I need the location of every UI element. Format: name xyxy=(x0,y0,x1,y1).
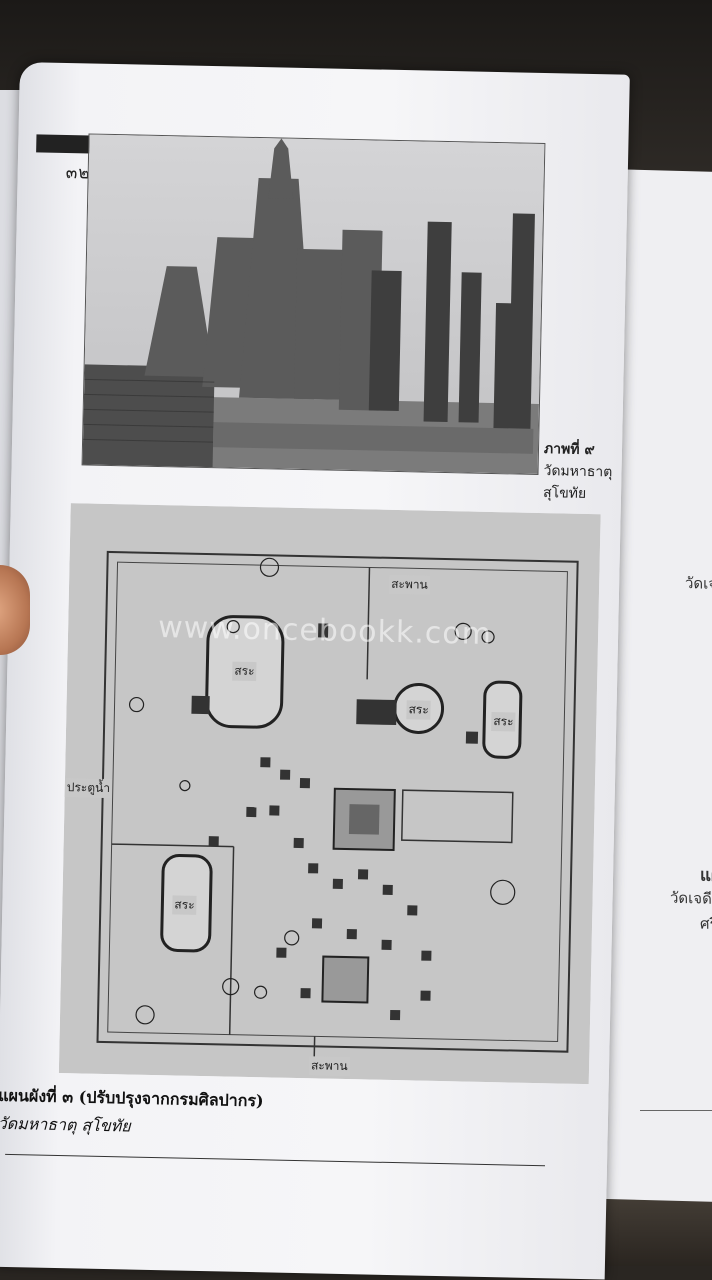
photo-caption-line: สุโขทัย xyxy=(542,485,587,502)
site-plan-drawing xyxy=(58,503,601,1085)
caption-rule xyxy=(5,1153,546,1167)
right-page-fragment: แผ xyxy=(700,865,712,886)
site-plan: สะพาน สะพาน สระ สระ สระ สระ ประตูน้ำ xyxy=(58,503,601,1085)
right-page-fragment: วัดเจ xyxy=(685,574,712,593)
photo-caption-title: ภาพที่ ๙ xyxy=(543,441,595,459)
photo-caption: ภาพที่ ๙ วัดมหาธาตุ สุโขทัย xyxy=(543,438,613,505)
temple-photo-image xyxy=(82,134,545,474)
photo-caption-line: วัดมหาธาตุ xyxy=(543,463,613,481)
right-page-fragment: วัดเจดีย์ xyxy=(670,888,712,908)
pond-label: สระ xyxy=(406,700,431,720)
bridge-label: สะพาน xyxy=(308,1056,350,1077)
right-page-fragment: ศรีส xyxy=(700,914,712,934)
pond-label: สระ xyxy=(491,712,516,732)
plan-caption: แผนผังที่ ๓ (ปรับปรุงจากกรมศิลปากร) วัดม… xyxy=(0,1082,559,1150)
watermark: www.oncebookk.com xyxy=(157,610,493,653)
right-page-rule xyxy=(640,1110,712,1111)
bridge-label: สะพาน xyxy=(388,574,430,595)
pond-label: สระ xyxy=(232,661,257,682)
book-page: ๓๒ xyxy=(0,62,630,1280)
finger xyxy=(0,565,30,655)
pond-label: สระ xyxy=(172,895,197,915)
gate-label: ประตูน้ำ xyxy=(64,778,113,799)
temple-photo xyxy=(81,133,546,475)
